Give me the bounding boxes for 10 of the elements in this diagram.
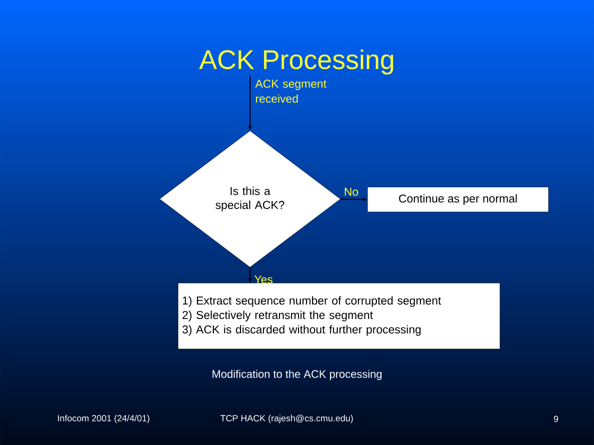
footer-text: TCP HACK (rajesh@cs.cmu.edu)	[220, 414, 353, 424]
caption: Modification to the ACK processing	[212, 370, 382, 380]
edge-label: Yes	[254, 276, 272, 284]
footer-text: 9	[554, 416, 558, 422]
edge-label: No	[344, 188, 358, 196]
title: ACK Processing	[199, 49, 394, 75]
footer-text: Infocom 2001 (24/4/01)	[58, 414, 150, 424]
edge-label: ACK segment received	[255, 80, 326, 103]
process-box: Continue as per normal	[367, 186, 549, 212]
process-box: 1) Extract sequence number of corrupted segment 2) Selectively retransmit the segment 3) ACK is discarded without further processing	[178, 282, 500, 350]
